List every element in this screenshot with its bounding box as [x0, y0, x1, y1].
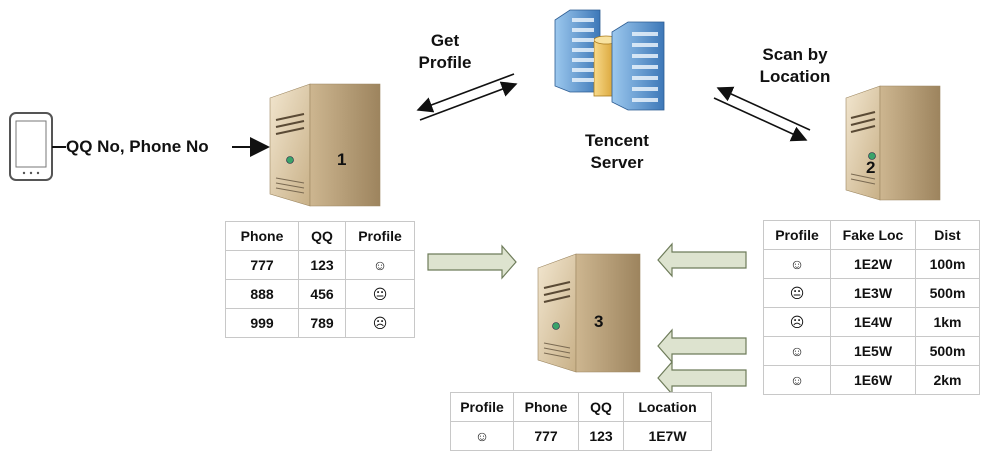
matched-location-table: Profile Phone QQ Location ☺ 777 123 1E7W	[450, 392, 712, 451]
qq-cell: 456	[298, 279, 346, 309]
scan-by-location-label: Scan by Location	[740, 44, 850, 88]
table-header-cell: Phone	[513, 392, 579, 422]
table-row: 999 789 ☹	[225, 308, 415, 338]
fake-loc-cell: 1E4W	[830, 307, 916, 337]
phone-cell: 888	[225, 279, 299, 309]
get-profile-label-line2: Profile	[418, 53, 472, 72]
server-3-number: 3	[594, 312, 604, 331]
tencent-server-label: Tencent Server	[562, 130, 672, 174]
server-2-icon	[845, 85, 941, 201]
get-profile-arrows	[416, 73, 518, 121]
phone-cell: 999	[225, 308, 299, 338]
dist-cell: 100m	[915, 249, 980, 279]
fake-loc-cell: 1E2W	[830, 249, 916, 279]
smile-face-icon: ☺	[450, 421, 514, 451]
table-header-cell: QQ	[298, 221, 346, 251]
server-1-icon	[269, 83, 381, 207]
fake-location-table: Profile Fake Loc Dist ☺ 1E2W 100m 😐 1E3W…	[763, 220, 980, 395]
table-header-row: Phone QQ Profile	[225, 221, 415, 251]
neutral-face-icon: 😐	[345, 279, 415, 309]
fake-loc-cell: 1E3W	[830, 278, 916, 308]
phone-qq-profile-table: Phone QQ Profile 777 123 ☺ 888 456 😐 999…	[225, 221, 415, 338]
fake-loc-cell: 1E5W	[830, 336, 916, 366]
frown-face-icon: ☹	[345, 308, 415, 338]
server-1-number: 1	[337, 150, 347, 169]
table-header-cell: Fake Loc	[830, 220, 916, 250]
fake-loc-cell: 1E6W	[830, 365, 916, 395]
smile-face-icon: ☺	[763, 336, 831, 366]
server-2-number: 2	[866, 158, 876, 177]
table-row: 777 123 ☺	[225, 250, 415, 280]
table-header-cell: Profile	[763, 220, 831, 250]
qq-cell: 123	[298, 250, 346, 280]
tencent-server-label-line1: Tencent	[585, 131, 649, 150]
table-row: ☺ 777 123 1E7W	[450, 421, 712, 451]
scan-by-location-label-line2: Location	[759, 67, 831, 86]
smile-face-icon: ☺	[763, 249, 831, 279]
table-header-cell: Location	[623, 392, 712, 422]
table-row: 888 456 😐	[225, 279, 415, 309]
get-profile-label-line1: Get	[430, 31, 460, 50]
server-3-icon	[537, 253, 641, 373]
block-arrow-table1-to-server3	[427, 244, 517, 280]
table-header-cell: Profile	[450, 392, 514, 422]
scan-by-location-label-line1: Scan by	[762, 45, 828, 64]
table-row: ☹ 1E4W 1km	[763, 307, 980, 337]
table-header-cell: Phone	[225, 221, 299, 251]
phone-icon	[9, 112, 53, 181]
table-header-row: Profile Fake Loc Dist	[763, 220, 980, 250]
dist-cell: 1km	[915, 307, 980, 337]
smile-face-icon: ☺	[763, 365, 831, 395]
table-row: 😐 1E3W 500m	[763, 278, 980, 308]
get-profile-label: Get Profile	[400, 30, 490, 74]
table-row: ☺ 1E6W 2km	[763, 365, 980, 395]
table-header-row: Profile Phone QQ Location	[450, 392, 712, 422]
block-arrow-row1-to-server3	[657, 242, 747, 278]
phone-cell: 777	[513, 421, 579, 451]
dist-cell: 500m	[915, 336, 980, 366]
scan-by-location-arrows	[713, 86, 811, 142]
table-header-cell: Profile	[345, 221, 415, 251]
neutral-face-icon: 😐	[763, 278, 831, 308]
tencent-server-label-line2: Server	[590, 153, 644, 172]
block-arrow-row5-to-server3	[657, 360, 747, 396]
table-row: ☺ 1E5W 500m	[763, 336, 980, 366]
tencent-server-icon	[554, 9, 665, 111]
location-cell: 1E7W	[623, 421, 712, 451]
block-arrow-row4-to-server3	[657, 328, 747, 364]
qq-cell: 123	[578, 421, 624, 451]
phone-cell: 777	[225, 250, 299, 280]
smile-face-icon: ☺	[345, 250, 415, 280]
qq-cell: 789	[298, 308, 346, 338]
frown-face-icon: ☹	[763, 307, 831, 337]
table-row: ☺ 1E2W 100m	[763, 249, 980, 279]
dist-cell: 500m	[915, 278, 980, 308]
table-header-cell: Dist	[915, 220, 980, 250]
table-header-cell: QQ	[578, 392, 624, 422]
dist-cell: 2km	[915, 365, 980, 395]
phone-input-label: QQ No, Phone No	[66, 137, 209, 156]
